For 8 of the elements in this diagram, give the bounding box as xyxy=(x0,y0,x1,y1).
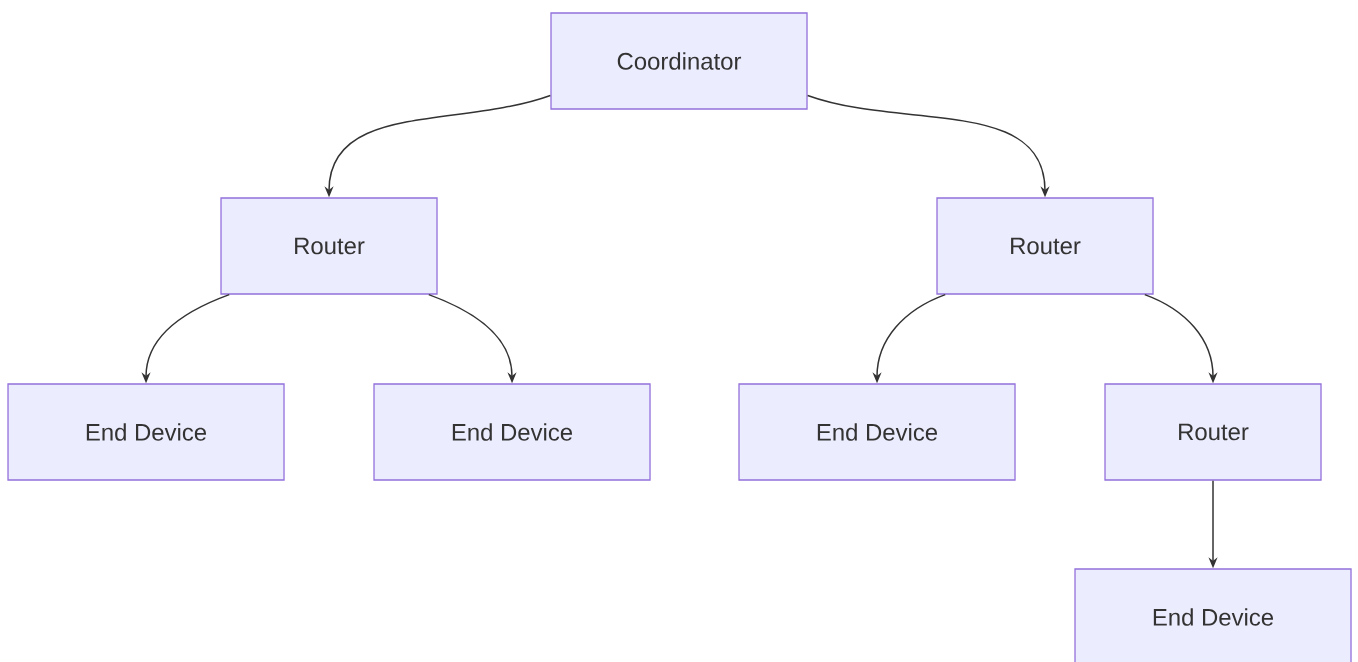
process-box: End Device xyxy=(738,383,1016,481)
process-box: End Device xyxy=(7,383,285,481)
process-box: Router xyxy=(1104,383,1322,481)
process-box: End Device xyxy=(373,383,651,481)
process-box: Router xyxy=(220,197,438,295)
process-box: Coordinator xyxy=(550,12,808,110)
process-box: End Device xyxy=(1074,568,1352,662)
process-box: Router xyxy=(936,197,1154,295)
